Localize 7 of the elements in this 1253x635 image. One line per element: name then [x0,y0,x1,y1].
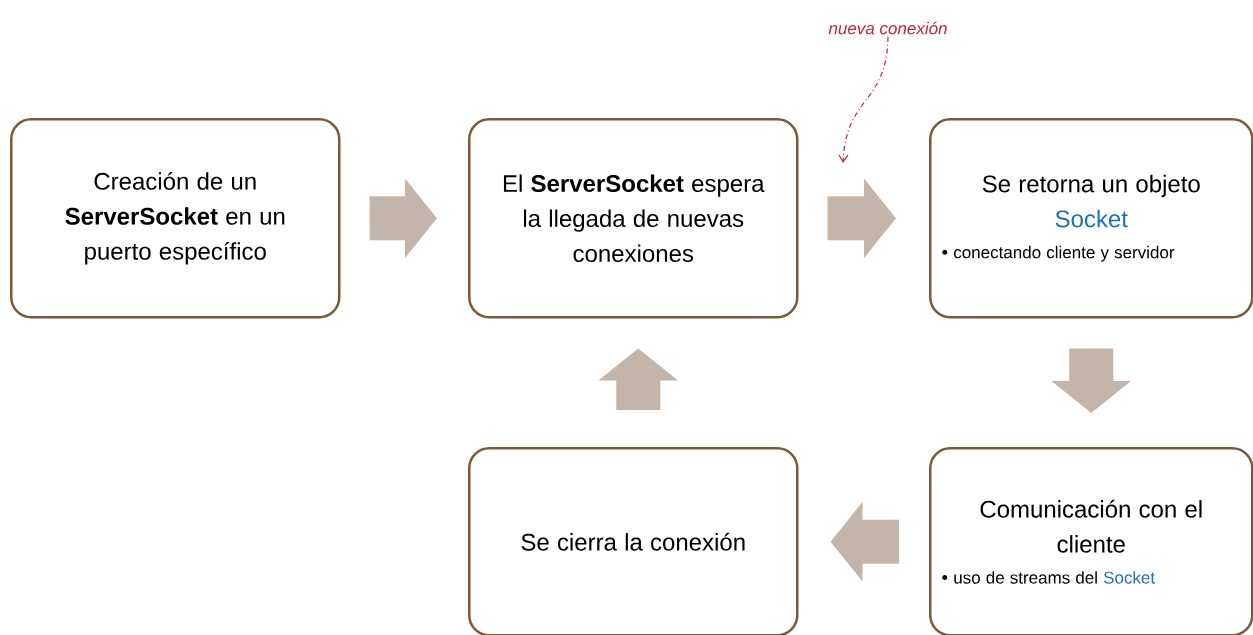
process-box: Comunicación con el cliente uso de streams del Socket [929,447,1253,635]
process-box: Se retorna un objeto Socket conectando cliente y servidor [929,118,1253,319]
process-box: Creación de un ServerSocket en un puerto específico [10,118,341,319]
dashed-arrow [838,35,889,163]
process-box: El ServerSocket espera la llegada de nuevas conexiones [468,118,799,319]
annotation-text: nueva conexión [828,21,947,35]
process-box: Se cierra la conexión [468,447,799,635]
